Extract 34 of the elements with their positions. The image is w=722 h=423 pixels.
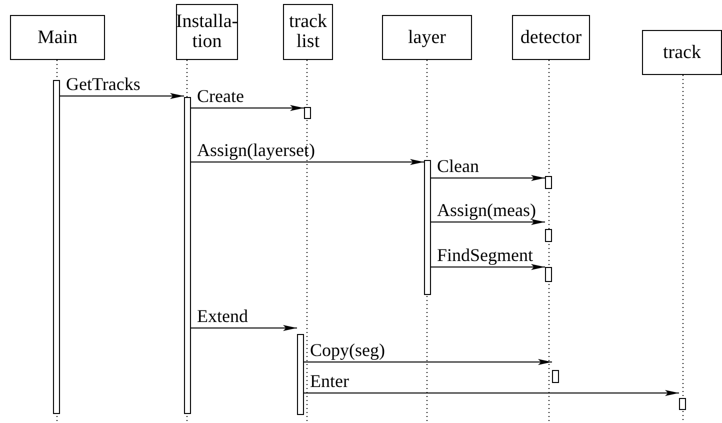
- message-arrow: [190, 105, 304, 111]
- message-label: Assign(layerset): [197, 141, 315, 160]
- message-label: Clean: [437, 157, 479, 176]
- lifeline-head-box: layer: [382, 15, 472, 60]
- activation-bar: [545, 267, 552, 282]
- activation-bar: [545, 176, 552, 189]
- activation-bar: [545, 229, 552, 242]
- message-arrow: [430, 219, 546, 225]
- message-arrow: [430, 175, 546, 181]
- activation-bar: [552, 370, 559, 383]
- lifeline-head-box: Main: [10, 15, 105, 60]
- activation-bar: [679, 398, 686, 410]
- message-label: Extend: [197, 307, 248, 326]
- message-label: Assign(meas): [437, 201, 536, 220]
- lifeline-head-box: Installa- tion: [176, 4, 238, 60]
- activation-bar: [53, 80, 60, 414]
- message-arrow: [190, 159, 424, 165]
- message-label: Enter: [310, 372, 349, 391]
- lifeline-head-box: track list: [283, 4, 333, 60]
- message-label: Create: [197, 87, 244, 106]
- lifeline-head-box: track: [642, 30, 722, 75]
- lifeline-head-box: detector: [512, 15, 590, 60]
- message-arrow: [304, 359, 552, 365]
- message-arrow: [430, 264, 546, 270]
- message-arrow: [190, 325, 298, 331]
- message-label: GetTracks: [66, 75, 140, 94]
- message-arrow: [60, 93, 184, 99]
- message-label: Copy(seg): [310, 341, 385, 360]
- activation-bar: [297, 334, 304, 415]
- activation-bar: [304, 107, 311, 119]
- activation-bar: [424, 160, 431, 295]
- activation-bar: [184, 97, 191, 414]
- message-label: FindSegment: [437, 246, 534, 265]
- message-arrow: [304, 390, 680, 396]
